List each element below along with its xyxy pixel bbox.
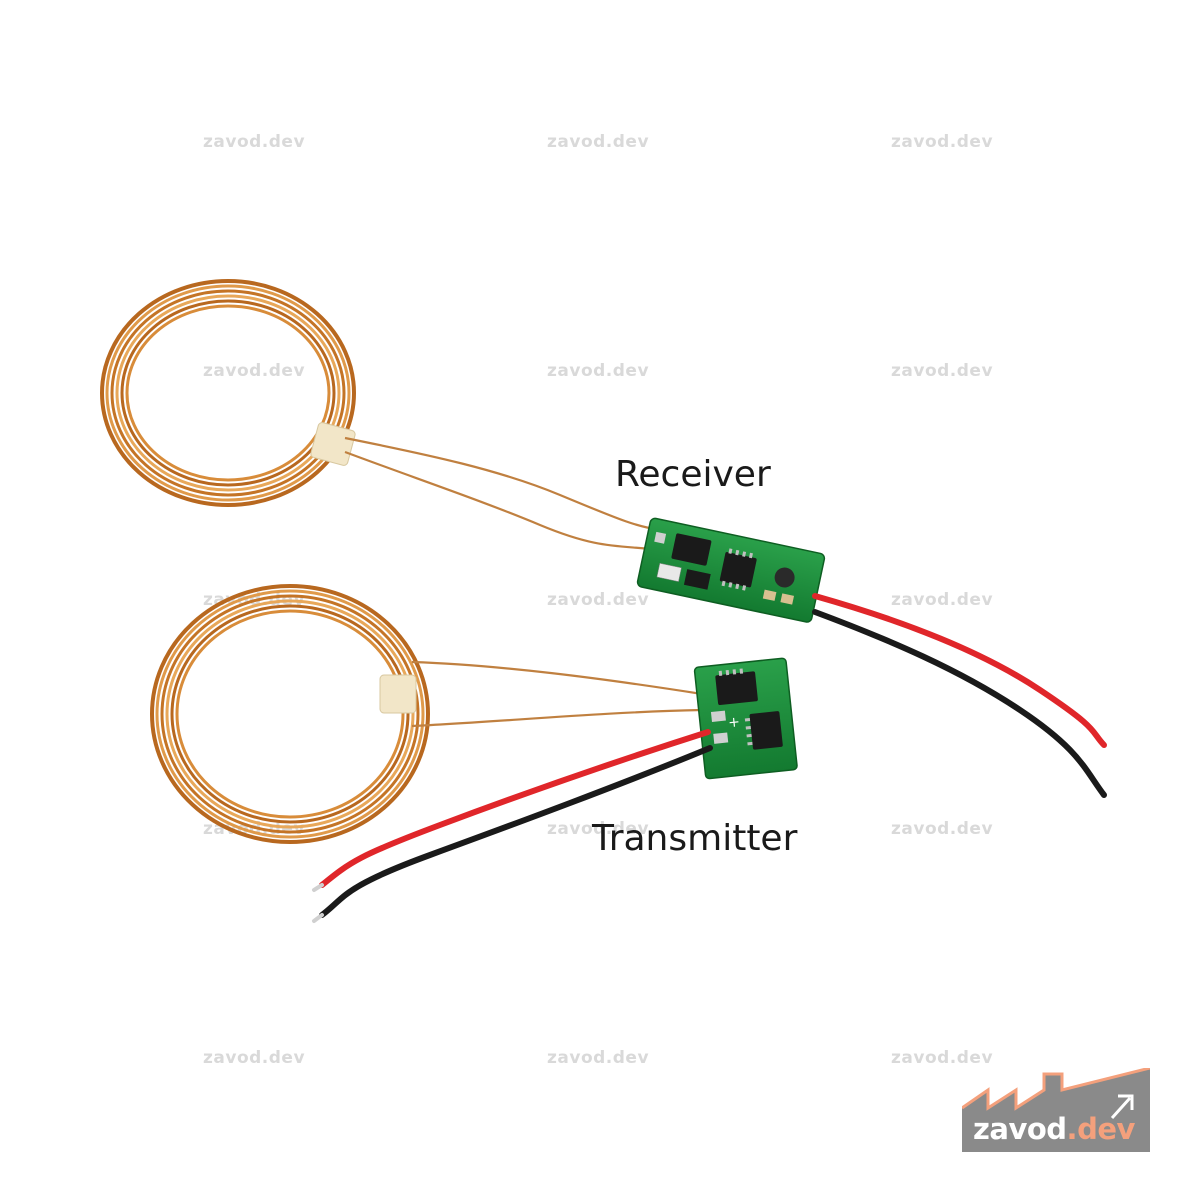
watermark-text: zavod.dev xyxy=(203,132,306,152)
receiver-label: Receiver xyxy=(615,454,771,495)
watermark-text: zavod.dev xyxy=(203,1048,306,1068)
brand-logo xyxy=(962,1068,1150,1152)
watermark-text: zavod.dev xyxy=(891,361,994,381)
svg-text:+: + xyxy=(727,714,740,731)
transmitter-coil xyxy=(150,584,430,844)
watermark-text: zavod.dev xyxy=(891,590,994,610)
watermark-text: zavod.dev xyxy=(891,132,994,152)
watermark-text: zavod.dev xyxy=(547,590,650,610)
watermark-text: zavod.dev xyxy=(547,361,650,381)
receiver-coil-leads xyxy=(344,436,663,552)
transmitter-pcb: + xyxy=(693,657,798,780)
watermark-text: zavod.dev xyxy=(547,132,650,152)
receiver-output-wires xyxy=(812,593,1107,798)
transmitter-coil-leads xyxy=(411,660,703,728)
watermark-text: zavod.dev xyxy=(891,1048,994,1068)
watermark-text: zavod.dev xyxy=(891,819,994,839)
arrow-up-right-icon xyxy=(1110,1094,1134,1120)
receiver-pcb xyxy=(636,517,826,623)
watermark-text: zavod.dev xyxy=(547,1048,650,1068)
transmitter-label: Transmitter xyxy=(592,818,798,859)
transmitter-input-wires xyxy=(312,729,713,923)
brand-logo-text: zavod.dev xyxy=(973,1112,1135,1146)
receiver-coil xyxy=(100,279,356,507)
watermark-text: zavod.dev xyxy=(203,361,306,381)
watermark-text: zavod.dev xyxy=(547,819,650,839)
